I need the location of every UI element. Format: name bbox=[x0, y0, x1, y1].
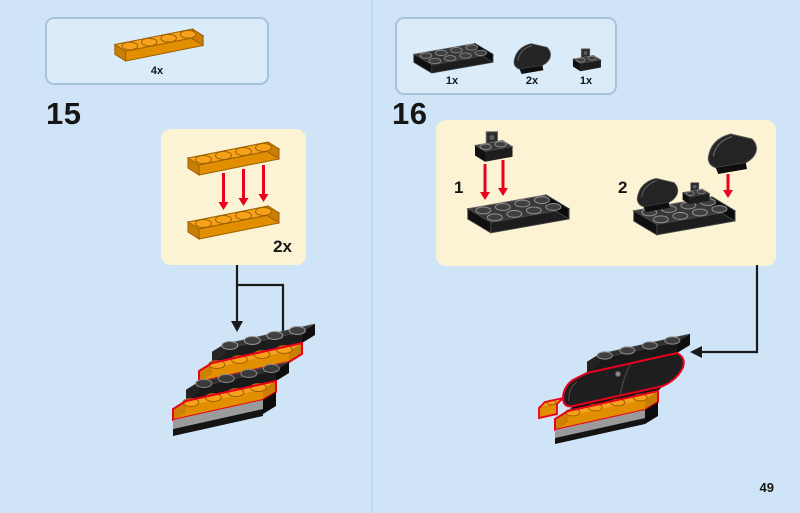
page-gutter-divider bbox=[371, 0, 373, 513]
new-part-outline bbox=[561, 351, 685, 408]
red-down-arrows-icon bbox=[480, 160, 508, 200]
plate-1x4-orange-icon bbox=[187, 205, 280, 240]
step-16-substep-box: 1 2 bbox=[436, 120, 776, 266]
assembly-base bbox=[173, 392, 276, 436]
step-16-connector-arrow bbox=[690, 265, 759, 358]
plate-2x4-black-icon bbox=[413, 42, 494, 74]
plate-1x4-orange-icon bbox=[113, 28, 204, 62]
black-plate-layer bbox=[185, 361, 290, 401]
step-16-parts-callout: 1x 2x 1x bbox=[395, 17, 617, 95]
step-16-panel: 1x 2x 1x 16 1 2 bbox=[373, 0, 800, 513]
part-quantity: 1x bbox=[445, 75, 459, 87]
left-arrow-icon bbox=[690, 346, 702, 358]
step-15-panel: 4x 15 2x bbox=[0, 0, 371, 513]
parts-callout-item: 2x bbox=[509, 36, 555, 87]
orange-plate-layer-highlighted bbox=[172, 379, 277, 422]
new-part-outline bbox=[538, 396, 566, 420]
part-quantity: 1x bbox=[579, 75, 593, 87]
parts-callout-item: 4x bbox=[109, 27, 206, 77]
step-15-number: 15 bbox=[46, 96, 82, 131]
step-16-substep-diagram bbox=[467, 131, 758, 236]
step-16-assembly-diagram bbox=[537, 333, 691, 444]
substep-2-label: 2 bbox=[618, 178, 628, 197]
plate-1x4-orange-icon bbox=[187, 141, 280, 176]
red-down-arrows-icon bbox=[218, 165, 269, 210]
page-number: 49 bbox=[759, 480, 774, 495]
curved-slope-hood-highlighted bbox=[561, 351, 685, 408]
parts-callout-item: 1x bbox=[569, 46, 603, 87]
step-15-parts-callout: 4x bbox=[45, 17, 269, 85]
step-15-substep-diagram bbox=[187, 141, 280, 240]
red-down-arrow-icon bbox=[723, 174, 733, 198]
black-plate-layer bbox=[586, 333, 691, 373]
repeat-quantity: 2x bbox=[273, 237, 292, 256]
parts-callout-item: 1x bbox=[409, 38, 495, 87]
step-15-assembly-diagram bbox=[172, 323, 316, 436]
plate-1x2-clip-black-icon bbox=[682, 182, 711, 205]
plate-2x4-black-icon bbox=[467, 194, 570, 234]
assembly-base bbox=[555, 402, 658, 444]
substep-1-label: 1 bbox=[454, 178, 464, 197]
slope-curved-2x2-black-icon bbox=[707, 133, 758, 175]
step-15-substep-box: 2x bbox=[161, 129, 306, 265]
plate-1x2-clip-black-icon bbox=[572, 48, 602, 72]
slope-curved-2x2-black-icon bbox=[513, 43, 552, 74]
step-16-number: 16 bbox=[392, 96, 428, 131]
orange-piece-left-highlighted bbox=[537, 396, 566, 420]
plate-1x2-clip-black-icon bbox=[474, 131, 514, 163]
part-quantity: 4x bbox=[150, 65, 164, 77]
down-arrow-icon bbox=[231, 321, 243, 332]
part-quantity: 2x bbox=[525, 75, 539, 87]
black-plate-layer bbox=[211, 323, 316, 363]
clip-detail bbox=[615, 371, 621, 377]
